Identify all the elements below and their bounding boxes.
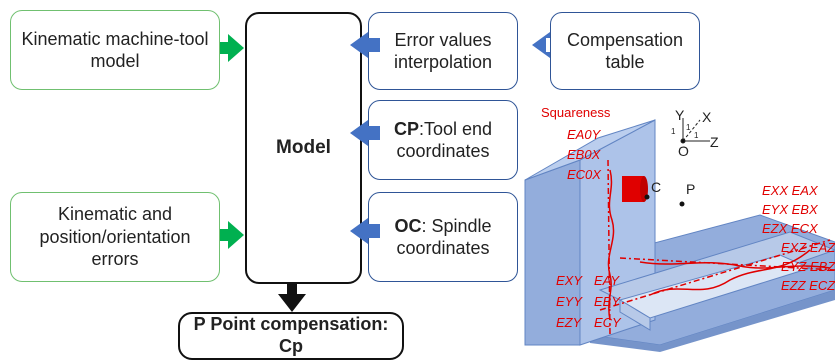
z-error-row-1: EXZ EAZ	[781, 240, 835, 255]
kinematic-model-label: Kinematic machine-tool model	[21, 28, 209, 72]
compensation-table-block: Compensation table	[550, 12, 700, 90]
spindle-body	[622, 176, 644, 202]
machine-column-top	[524, 119, 656, 181]
oc-rest: : Spindle coordinates	[396, 215, 492, 259]
oc-block: OC: Spindle coordinates	[368, 192, 518, 282]
axis-one-label-a: 1	[671, 127, 676, 136]
error-interpolation-block: Error values interpolation	[368, 12, 518, 90]
x-error-row-2: EYX EBX	[762, 202, 819, 217]
point-p-label: P	[686, 181, 695, 197]
point-c-dot	[644, 194, 650, 200]
point-compensation-label: P Point compensation: Cp	[193, 314, 389, 356]
oc-bold: OC	[394, 215, 422, 236]
kinematic-errors-label: Kinematic and position/orientation error…	[39, 204, 191, 270]
col-error-eay: EAY	[594, 273, 620, 288]
col-error-ecy: ECY	[594, 315, 622, 330]
cp-block: CP:Tool end coordinates	[368, 100, 518, 180]
axis-z-label: Z	[710, 134, 719, 150]
error-interpolation-label: Error values interpolation	[393, 29, 493, 73]
squareness-ec0x: EC0X	[567, 167, 602, 182]
kinematic-errors-block: Kinematic and position/orientation error…	[10, 192, 220, 282]
x-axis-path	[649, 249, 811, 296]
point-c-label: C	[651, 179, 661, 195]
axis-o-label: O	[678, 143, 689, 159]
y-axis-dashed	[607, 159, 611, 336]
arrow-oc	[350, 218, 380, 244]
col-error-eyy: EYY	[556, 294, 583, 309]
squareness-ea0y: EA0Y	[567, 127, 602, 142]
z-error-row-2: EYZ EBZ	[781, 259, 835, 274]
axis-y-label: Y	[675, 107, 685, 123]
x-axis-dashed	[599, 239, 831, 311]
x-error-row-1: EXX EAX	[762, 183, 819, 198]
squareness-label: Squareness	[541, 105, 611, 120]
axis-one-label-b: 1	[686, 123, 691, 132]
point-p-dot	[679, 201, 685, 207]
col-error-ezy: EZY	[556, 315, 583, 330]
z-axis-dashed	[619, 257, 835, 271]
error-paths	[599, 159, 835, 336]
squareness-eb0x: EB0X	[567, 147, 602, 162]
arrow-cp	[350, 120, 380, 146]
model-block: Model	[245, 12, 362, 284]
arrow-kinematic-errors	[220, 221, 244, 249]
machine-table-side	[619, 299, 651, 331]
arrow-kinematic-model	[220, 34, 244, 62]
machine-base-front	[590, 290, 835, 352]
compensation-table-label: Compensation table	[566, 29, 684, 73]
point-compensation-block: P Point compensation: Cp	[178, 312, 404, 360]
oc-label: OC: Spindle coordinates	[373, 215, 513, 260]
z-axis-path	[639, 261, 831, 269]
x-error-row-3: EZX ECX	[762, 221, 819, 236]
axis-x-label: X	[702, 109, 712, 125]
machine-tool	[524, 119, 835, 352]
spindle	[622, 176, 685, 207]
kinematic-model-block: Kinematic machine-tool model	[10, 10, 220, 90]
col-error-exy: EXY	[556, 273, 583, 288]
z-error-row-3: EZZ ECZ	[781, 278, 835, 293]
cp-label: CP:Tool end coordinates	[373, 118, 513, 163]
col-error-eby: EBY	[594, 294, 621, 309]
coordinate-frame	[680, 118, 710, 144]
arrow-down	[278, 284, 306, 312]
cp-rest: :Tool end coordinates	[396, 118, 493, 162]
cp-bold: CP	[393, 118, 419, 139]
arrow-comp-table	[532, 32, 550, 58]
axis-one-label-c: 1	[694, 131, 699, 140]
model-label: Model	[276, 137, 331, 159]
arrow-error-interp	[350, 32, 380, 58]
